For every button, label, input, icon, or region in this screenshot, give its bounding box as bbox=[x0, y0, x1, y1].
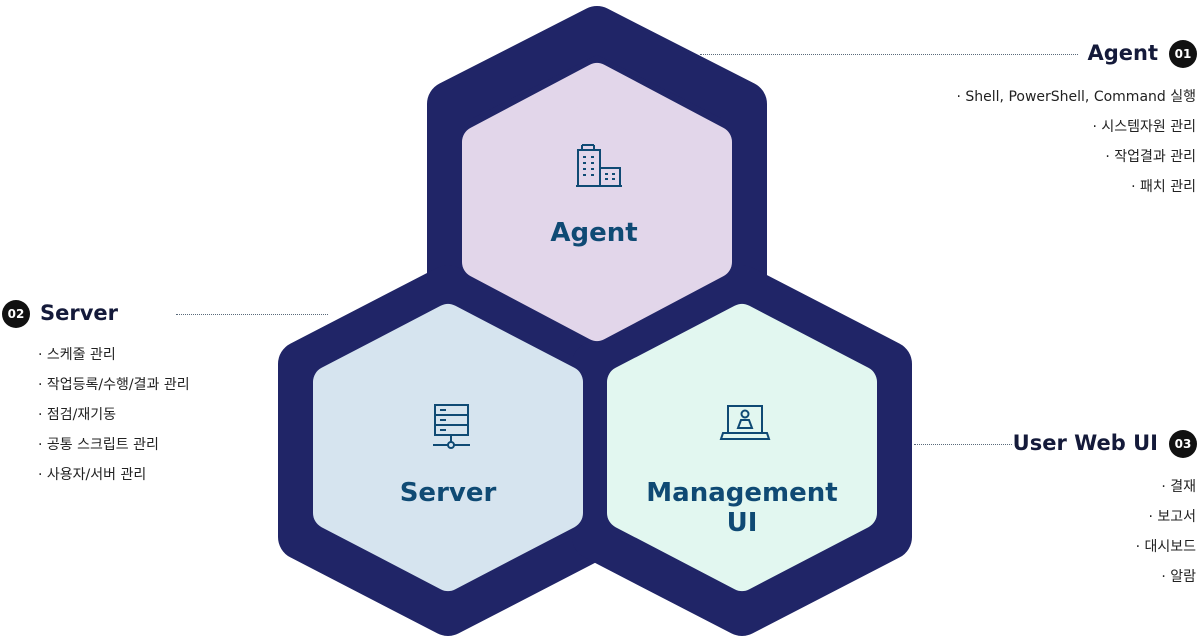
agent-panel-title: Agent bbox=[1087, 41, 1158, 65]
list-item: 대시보드 bbox=[1136, 532, 1196, 562]
list-item: 알람 bbox=[1136, 562, 1196, 592]
list-item: 패치 관리 bbox=[956, 172, 1196, 202]
agent-hex[interactable] bbox=[462, 63, 732, 341]
list-item: 작업등록/수행/결과 관리 bbox=[38, 370, 190, 400]
server-connector-line bbox=[176, 314, 328, 315]
ui-hex-label-line1: Management bbox=[646, 478, 837, 508]
server-panel-badge: 02 bbox=[2, 300, 30, 328]
laptop-user-icon bbox=[719, 405, 771, 440]
server-hex-label: Server bbox=[400, 478, 497, 508]
server-panel-list: 스케줄 관리 작업등록/수행/결과 관리 점검/재기동 공통 스크립트 관리 사… bbox=[38, 340, 190, 490]
ui-hex-label-line2: UI bbox=[727, 508, 758, 538]
server-icon bbox=[433, 404, 470, 449]
list-item: 점검/재기동 bbox=[38, 400, 190, 430]
list-item: 결재 bbox=[1136, 472, 1196, 502]
building-icon bbox=[576, 144, 622, 187]
ui-hex[interactable] bbox=[607, 304, 877, 591]
agent-panel-badge: 01 bbox=[1169, 40, 1197, 68]
list-item: 보고서 bbox=[1136, 502, 1196, 532]
agent-hex-label: Agent bbox=[550, 218, 637, 248]
ui-connector-line bbox=[914, 444, 1012, 445]
list-item: 스케줄 관리 bbox=[38, 340, 190, 370]
list-item: Shell, PowerShell, Command 실행 bbox=[956, 82, 1196, 112]
ui-panel-title: User Web UI bbox=[1012, 431, 1158, 455]
server-panel-title: Server bbox=[40, 301, 119, 325]
list-item: 공통 스크립트 관리 bbox=[38, 430, 190, 460]
list-item: 작업결과 관리 bbox=[956, 142, 1196, 172]
agent-connector-line bbox=[700, 54, 1078, 55]
ui-panel-badge: 03 bbox=[1169, 430, 1197, 458]
list-item: 시스템자원 관리 bbox=[956, 112, 1196, 142]
ui-panel-list: 결재 보고서 대시보드 알람 bbox=[1136, 472, 1196, 592]
list-item: 사용자/서버 관리 bbox=[38, 460, 190, 490]
agent-panel-list: Shell, PowerShell, Command 실행 시스템자원 관리 작… bbox=[956, 82, 1196, 202]
